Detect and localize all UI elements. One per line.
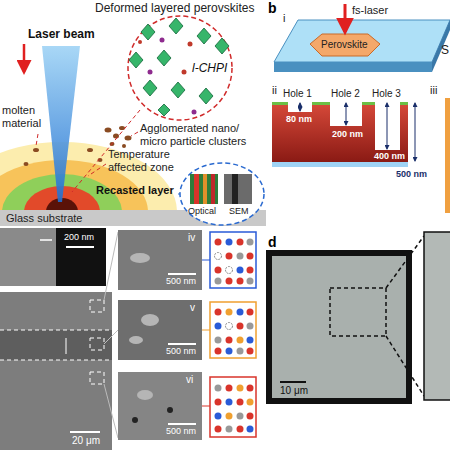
substrate-label: S [441, 44, 449, 58]
scale-bar [280, 381, 306, 383]
scale-label: 500 nm [166, 426, 196, 436]
scale-label: 10 μm [280, 385, 308, 397]
sem-image [118, 230, 202, 290]
scale-label: 200 nm [64, 232, 94, 242]
top-layer [272, 102, 408, 105]
sem-image [0, 228, 56, 286]
zoom-lines [104, 232, 118, 438]
part-label: Recasted layer [96, 184, 174, 197]
scale-label: 20 μm [72, 435, 100, 447]
sem-frame [266, 250, 412, 404]
perovskite-flake [310, 34, 380, 56]
zoom-box [330, 288, 386, 336]
depth-arrows [300, 103, 415, 161]
dimension: 400 nm [374, 151, 405, 161]
part-label: Agglomerated nano/ micro particle cluste… [140, 122, 265, 147]
optical-image [190, 174, 218, 204]
lattice-box [210, 377, 256, 437]
scale-bar [70, 431, 100, 433]
perovskite-inset [128, 16, 232, 120]
laser-arrow [23, 44, 26, 72]
dimension: 200 nm [332, 129, 363, 139]
sem-image [118, 372, 202, 440]
scale-bar [66, 246, 94, 248]
scale-label: 500 nm [166, 346, 196, 356]
laser-arrow [344, 4, 347, 32]
sem-image [224, 174, 252, 204]
sem-image [56, 228, 106, 286]
image-label: SEM [229, 206, 249, 216]
dimension: 80 nm [286, 114, 312, 124]
hole-label: Hole 1 [283, 88, 312, 100]
zoom-lines [386, 236, 424, 396]
zoom-boxes [0, 300, 112, 384]
substrate [272, 162, 408, 167]
zone-label: Temperature affected zone [108, 148, 182, 173]
dimension: 500 nm [396, 169, 427, 179]
inset-title: Deformed layered perovskites [95, 2, 254, 16]
sem-image [118, 300, 202, 360]
laser-label: fs-laser [352, 4, 388, 17]
subpanel-number: iv [188, 232, 195, 244]
subpanel-number: iii [430, 84, 437, 97]
zoom-image [424, 232, 450, 400]
hole-label: Hole 2 [331, 88, 360, 100]
beam-label: Laser beam [28, 28, 95, 42]
sem-image [272, 256, 406, 398]
recast-inset [180, 163, 264, 225]
material-label: Perovskite [321, 39, 368, 51]
subpanel-number: v [190, 302, 195, 314]
subpanel-number: ii [272, 84, 277, 97]
subpanel-number: vi [186, 374, 193, 386]
image-label: Optical [188, 206, 216, 216]
octahedra [129, 18, 229, 116]
part-label: molten material [2, 104, 52, 129]
hole-label: Hole 3 [372, 88, 401, 100]
lattice-sites [215, 239, 254, 433]
organic-cations [138, 38, 197, 115]
substrate-label: Glass substrate [6, 212, 82, 225]
laser-beam [42, 46, 80, 202]
perovskite-film [272, 102, 408, 162]
panel-letter: d [268, 234, 277, 250]
lattice-box [210, 302, 256, 358]
panel-letter: b [268, 0, 277, 16]
sem-image [0, 292, 112, 450]
substrate-slab [274, 20, 450, 62]
substrate-slab-side [274, 62, 432, 72]
lattice-box [210, 232, 256, 288]
structure-label: l-CHPI [192, 62, 227, 76]
panel-iii-edge [445, 98, 450, 213]
subpanel-number: i [283, 12, 285, 25]
scale-label: 500 nm [166, 276, 196, 286]
link-lines [202, 260, 210, 406]
